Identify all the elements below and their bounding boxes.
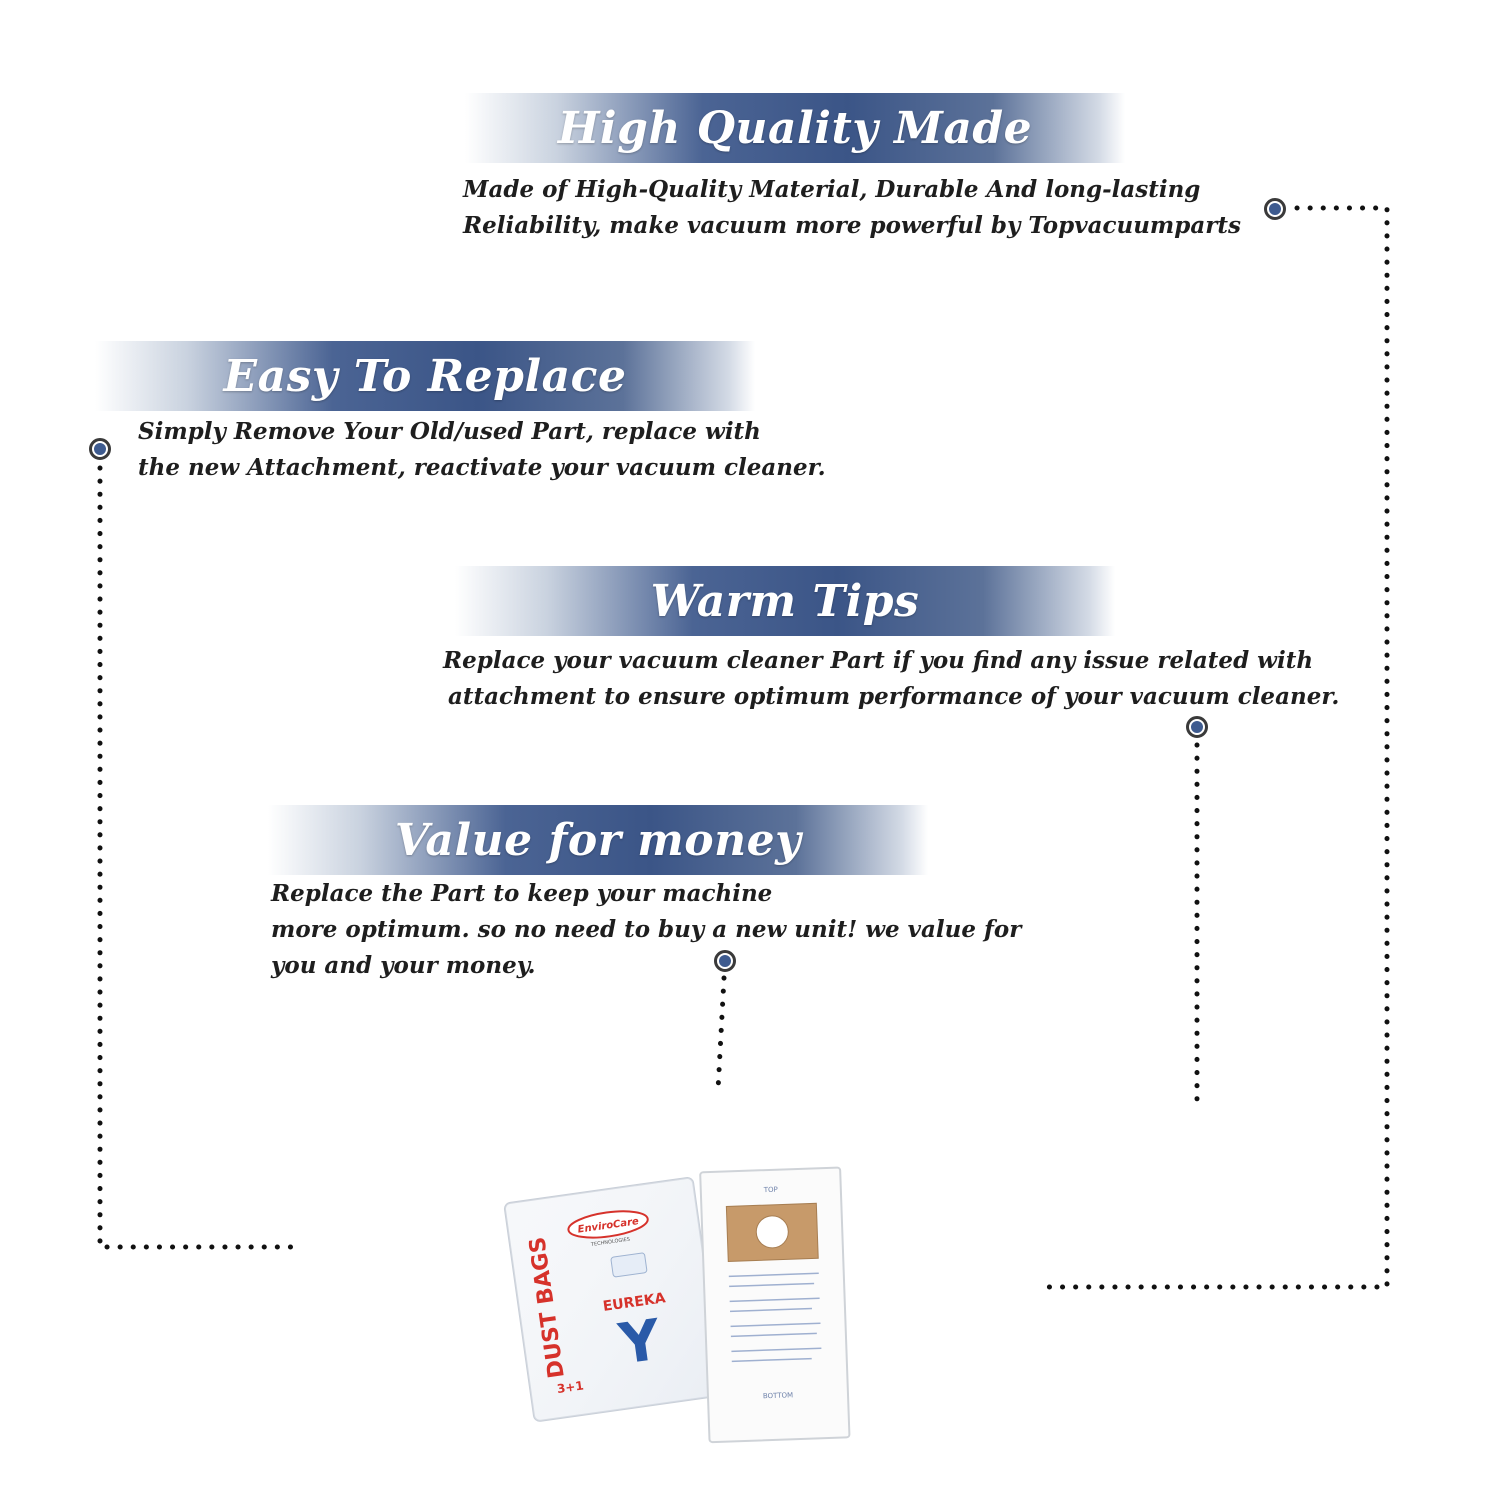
feature-description-tips: Replace your vacuum cleaner Part if you … xyxy=(443,643,1339,715)
feature-banner-replace: Easy To Replace xyxy=(95,341,755,411)
feature-banner-quality: High Quality Made xyxy=(465,93,1125,163)
description-line: Made of High-Quality Material, Durable A… xyxy=(463,176,1201,203)
description-line: attachment to ensure optimum performance… xyxy=(448,683,1340,710)
feature-title-quality: High Quality Made xyxy=(557,102,1033,154)
feature-title-replace: Easy To Replace xyxy=(223,350,627,402)
description-line: more optimum. so no need to buy a new un… xyxy=(271,916,1022,943)
feature-description-value: Replace the Part to keep your machine mo… xyxy=(271,876,1021,984)
description-line: Replace your vacuum cleaner Part if you … xyxy=(443,647,1314,674)
pack-label: 3+1 xyxy=(556,1378,584,1396)
bullet-marker-icon xyxy=(1264,198,1286,220)
description-line: Reliability, make vacuum more powerful b… xyxy=(463,212,1241,239)
bullet-marker-icon xyxy=(1186,716,1208,738)
connector-line-replace xyxy=(97,465,298,1250)
connector-line-value xyxy=(715,975,727,1093)
description-line: the new Attachment, reactivate your vacu… xyxy=(138,454,826,481)
bag-bottom-label: BOTTOM xyxy=(763,1391,793,1400)
feature-title-tips: Warm Tips xyxy=(650,575,920,627)
description-line: Replace the Part to keep your machine xyxy=(271,880,773,907)
product-image: EnviroCare TECHNOLOGIES DUST BAGS EUREKA… xyxy=(503,1166,851,1444)
brand-logo-subtext: TECHNOLOGIES xyxy=(590,1237,631,1249)
description-line: Simply Remove Your Old/used Part, replac… xyxy=(138,418,761,445)
feature-title-value: Value for money xyxy=(394,814,802,866)
paper-bag: TOP BOTTOM xyxy=(699,1166,851,1444)
description-line: you and your money. xyxy=(271,952,536,979)
connector-line-quality xyxy=(1035,205,1390,1290)
feature-description-replace: Simply Remove Your Old/used Part, replac… xyxy=(138,414,826,486)
bag-top-label: TOP xyxy=(763,1186,778,1195)
bag-package: EnviroCare TECHNOLOGIES DUST BAGS EUREKA… xyxy=(503,1177,724,1422)
feature-description-quality: Made of High-Quality Material, Durable A… xyxy=(463,172,1241,244)
bullet-marker-icon xyxy=(89,438,111,460)
brand-logo xyxy=(567,1210,649,1239)
feature-banner-tips: Warm Tips xyxy=(455,566,1115,636)
feature-banner-value: Value for money xyxy=(268,805,928,875)
bullet-marker-icon xyxy=(714,950,736,972)
